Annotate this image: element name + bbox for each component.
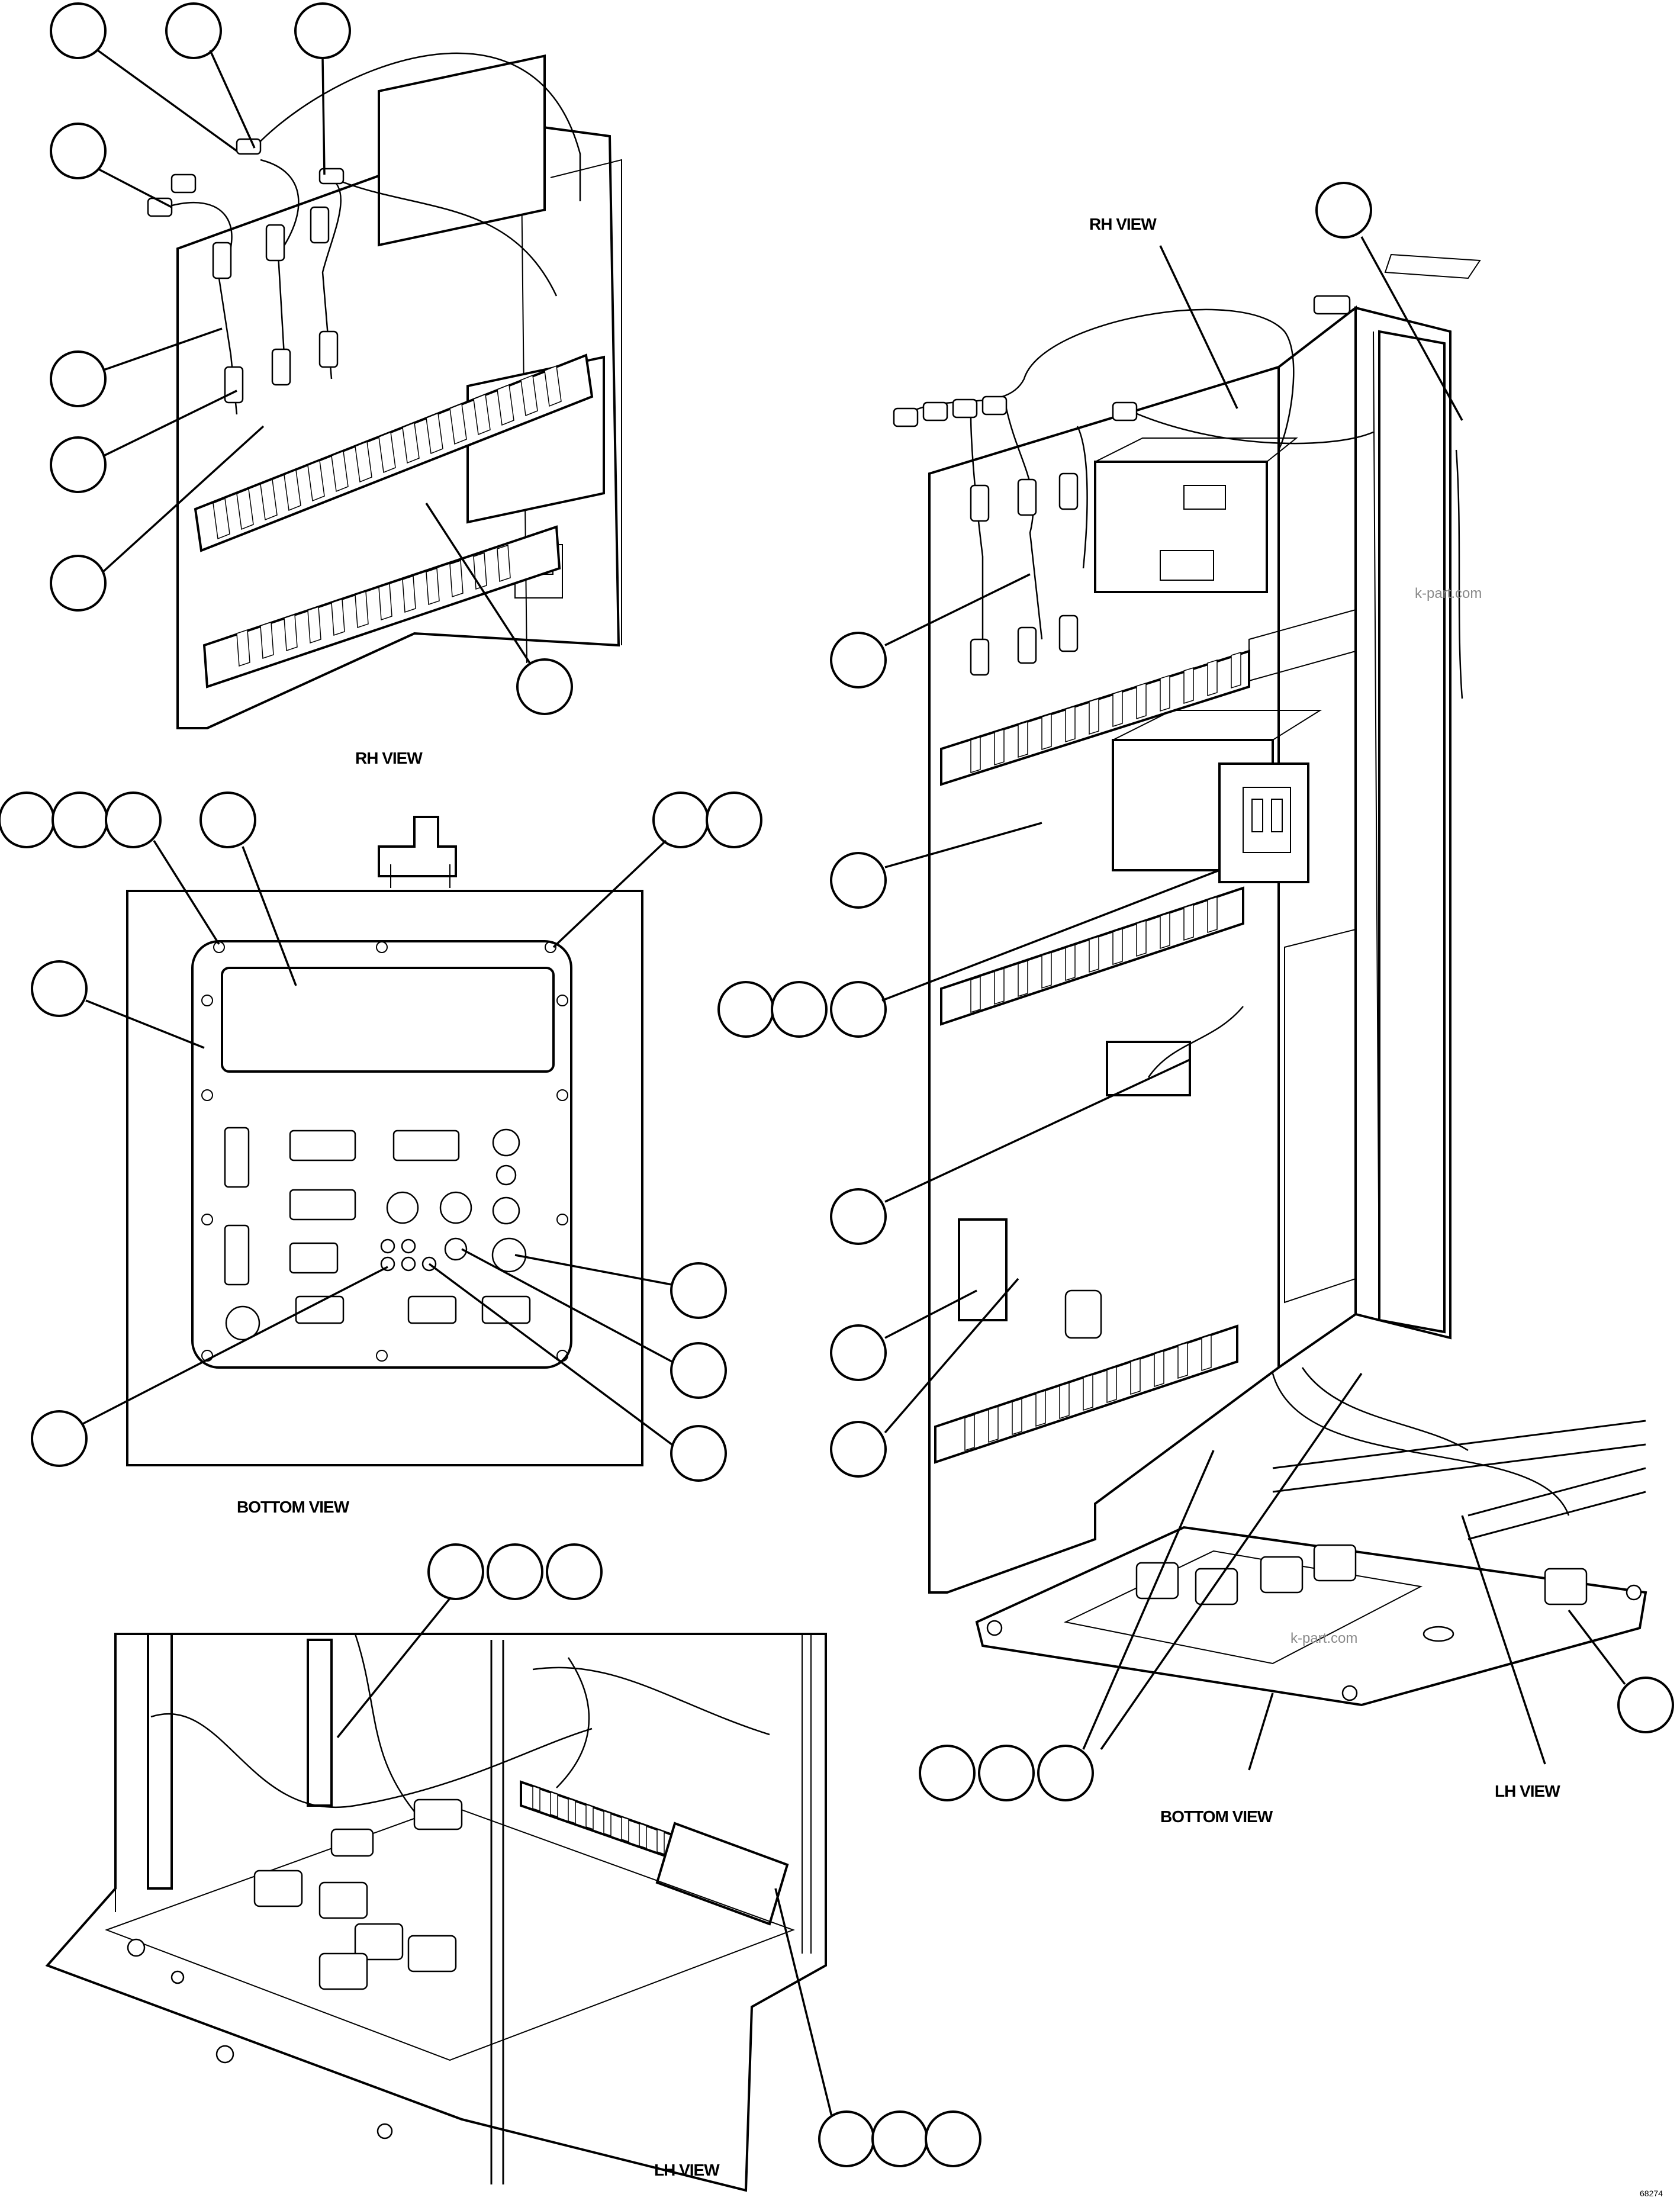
- bottom-view-small-illustration: [0, 791, 762, 1482]
- lh-small-connectors: [127, 1798, 463, 2139]
- main-isometric-illustration: [717, 182, 1674, 1801]
- lh-view-small-label: LH VIEW: [654, 2161, 720, 2179]
- lh-view-large-label: LH VIEW: [1495, 1782, 1560, 1800]
- plate-screws: [201, 941, 568, 1362]
- main-lower-trough: [934, 1324, 1238, 1464]
- rh-small-connectors: [147, 138, 345, 404]
- main-middle-trough: [940, 886, 1244, 1026]
- upper-trough-slots: [213, 365, 562, 540]
- bottom-small-connectors: [224, 1127, 531, 1341]
- lower-trough-slots: [236, 544, 511, 667]
- base-connectors: [986, 1544, 1642, 1701]
- figure-number: 68274: [1640, 2189, 1663, 2198]
- watermark-upper: k-part.com: [1415, 585, 1482, 601]
- rh-view-small-illustration: [50, 2, 622, 729]
- bottom-view-small-label: BOTTOM VIEW: [237, 1498, 350, 1516]
- lh-view-small-illustration: [45, 1543, 981, 2192]
- main-connectors: [893, 295, 1351, 676]
- rh-view-large-label: RH VIEW: [1089, 215, 1157, 233]
- main-upper-trough: [940, 649, 1250, 786]
- watermark-lower: k-part.com: [1290, 1630, 1357, 1646]
- rh-view-small-label: RH VIEW: [355, 749, 423, 767]
- bottom-view-large-label: BOTTOM VIEW: [1160, 1807, 1273, 1826]
